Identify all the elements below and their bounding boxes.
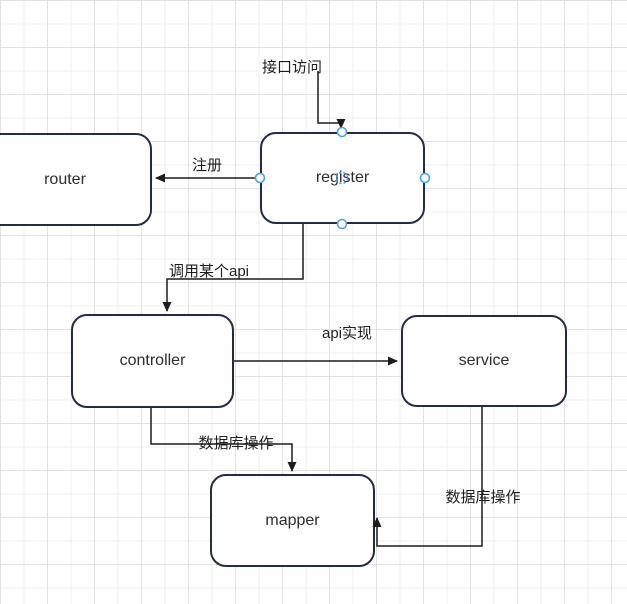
edge-access-to-register[interactable] bbox=[317, 71, 346, 129]
node-mapper-label: mapper bbox=[265, 511, 320, 529]
node-controller-label: controller bbox=[119, 352, 186, 369]
edge-label-db-op-right[interactable]: 数据库操作 bbox=[445, 489, 521, 506]
node-register-label: register bbox=[315, 169, 370, 186]
node-controller[interactable]: controller bbox=[71, 314, 234, 408]
node-router-label: router bbox=[44, 170, 86, 188]
edge-label-register[interactable]: 注册 bbox=[191, 157, 222, 174]
node-service-label: service bbox=[458, 352, 510, 369]
node-service[interactable]: service bbox=[401, 315, 567, 407]
edge-label-call-api[interactable]: 调用某个api bbox=[168, 263, 250, 280]
node-register[interactable]: register bbox=[260, 132, 425, 224]
edge-service-to-mapper[interactable] bbox=[372, 407, 483, 547]
edge-label-access[interactable]: 接口访问 bbox=[261, 59, 322, 76]
node-mapper[interactable]: mapper bbox=[210, 474, 375, 567]
edge-label-api-impl[interactable]: api实现 bbox=[321, 325, 373, 342]
node-router[interactable]: router bbox=[0, 133, 152, 226]
edge-label-db-op-left[interactable]: 数据库操作 bbox=[198, 435, 274, 452]
